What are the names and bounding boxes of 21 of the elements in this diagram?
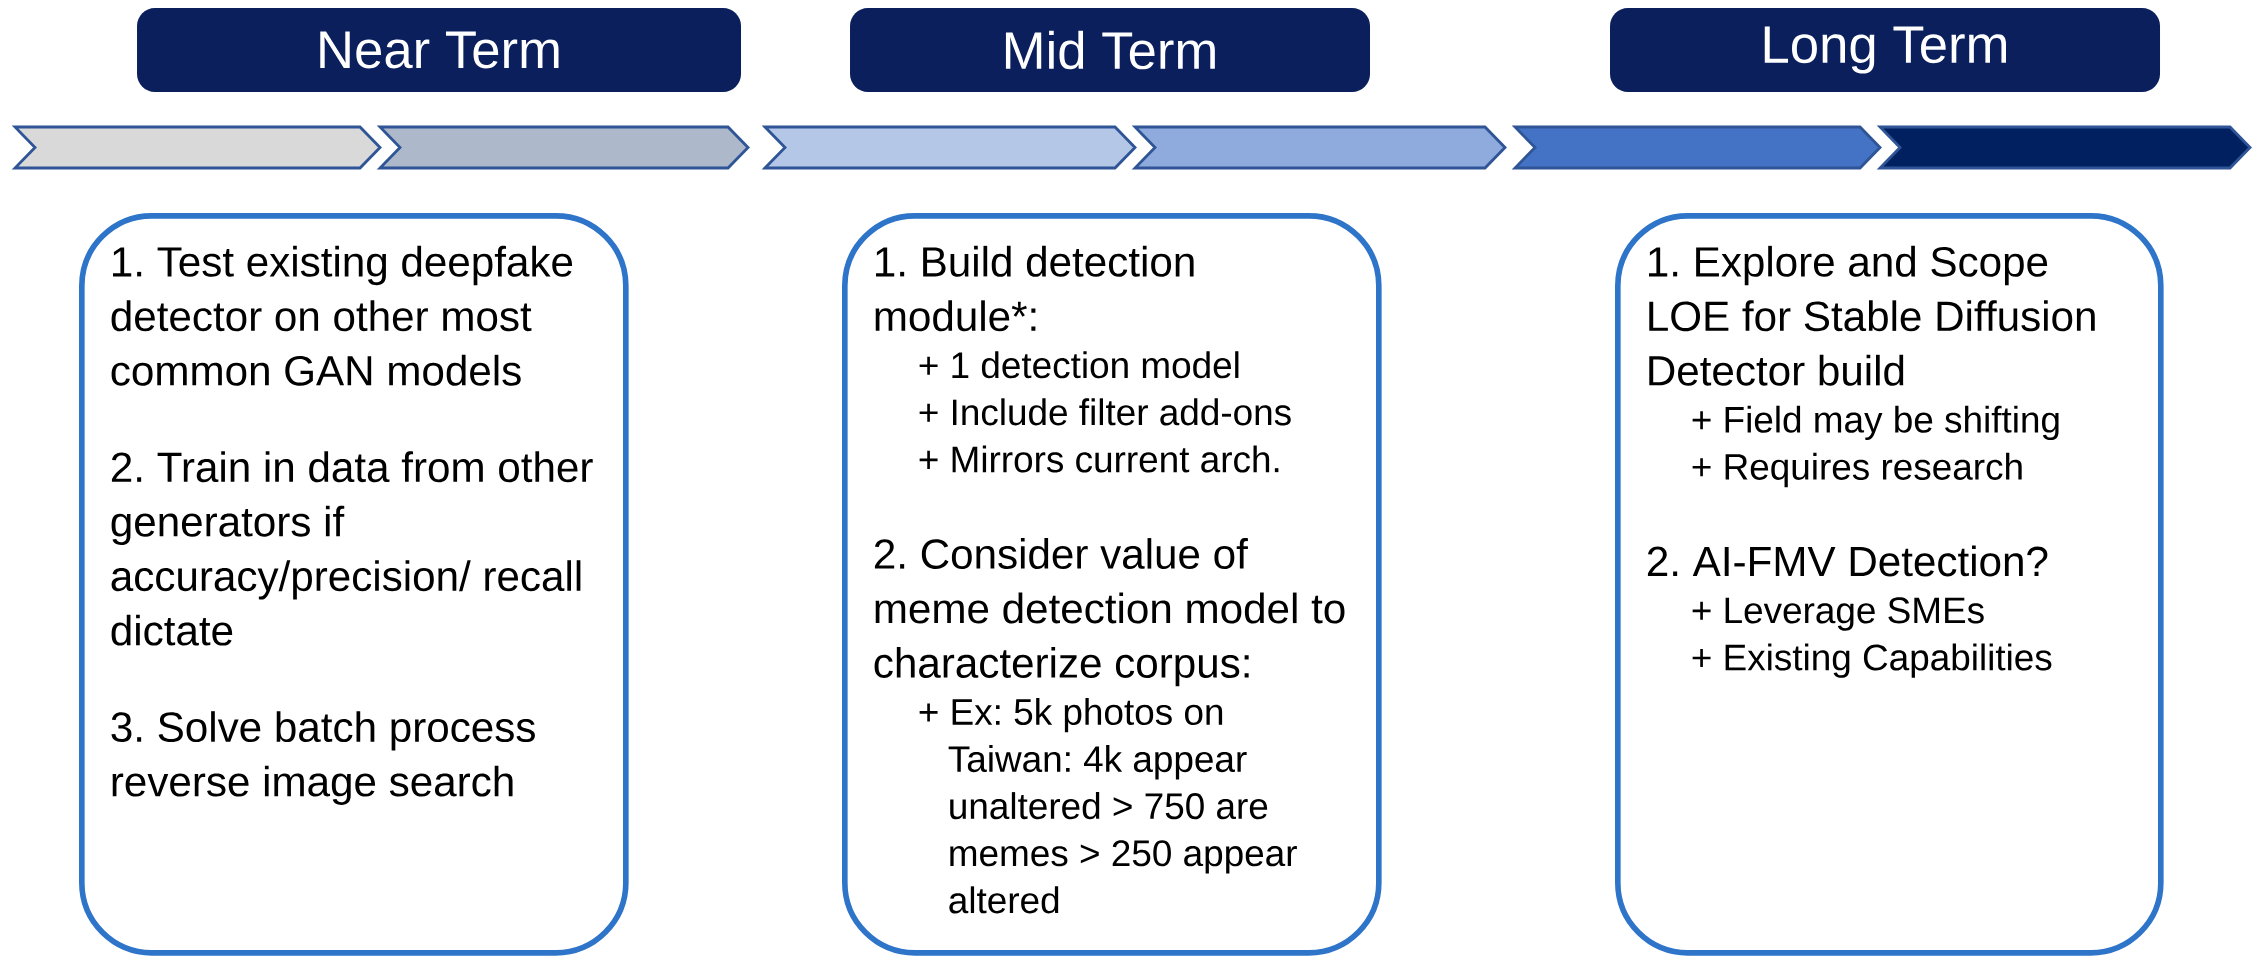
- sub-bullet: + Include filter add-ons: [919, 398, 1291, 426]
- phase-header: Mid Term: [850, 8, 1370, 92]
- numbered-item: 1. Explore and Scope LOE for Stable Diffusion Detector build: [1649, 245, 2095, 386]
- numbered-item: 2. AI-FMV Detection?: [1647, 545, 2048, 577]
- sub-bullet: + Mirrors current arch.: [919, 445, 1279, 473]
- phase-header: Long Term: [1610, 8, 2160, 92]
- numbered-item: 2. Train in data from other generators if accuracy/precision/ recall dictate: [111, 451, 593, 646]
- numbered-item: 1. Build detection module*:: [875, 245, 1194, 332]
- numbered-item: 2. Consider value of meme detection model to characterize corpus:: [874, 538, 1345, 687]
- sub-bullet: + Ex: 5k photos on Taiwan: 4k appear unaltered > 750 are memes > 250 appear altered: [919, 697, 1297, 914]
- numbered-item: 1. Test existing deepfake detector on other most common GAN models: [111, 245, 573, 386]
- task-card: [842, 213, 1382, 956]
- sub-bullet: + 1 detection model: [919, 351, 1239, 379]
- sub-bullet: + Leverage SMEs: [1692, 597, 1984, 631]
- numbered-item: 3. Solve batch process reverse image search: [111, 711, 535, 805]
- phase-header: Near Term: [137, 8, 741, 92]
- sub-bullet: + Field may be shifting: [1692, 405, 2059, 441]
- sub-bullet: + Requires research: [1692, 452, 2022, 488]
- task-card: [1615, 213, 2164, 956]
- sub-bullet: + Existing Capabilities: [1692, 643, 2052, 678]
- task-card: [79, 213, 629, 956]
